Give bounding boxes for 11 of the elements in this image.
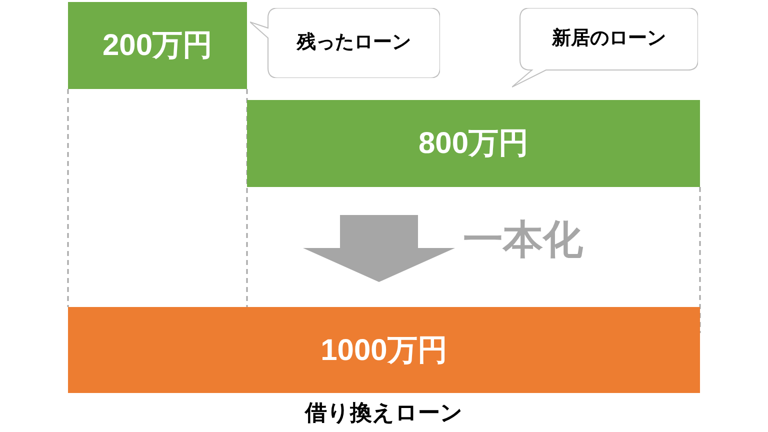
edge-label: 一本化 bbox=[463, 220, 583, 260]
amount-label: 200万円 bbox=[102, 28, 213, 64]
block-arrow bbox=[303, 215, 455, 282]
caption: 借り換えローン bbox=[305, 399, 463, 427]
amount-bar bbox=[68, 307, 700, 393]
amount-label: 1000万円 bbox=[320, 332, 448, 368]
amount-bar bbox=[247, 100, 700, 187]
amount-bar bbox=[68, 2, 247, 89]
callout-text: 新居のローン bbox=[552, 26, 666, 51]
amount-label: 800万円 bbox=[418, 126, 529, 162]
callout-text: 残ったローン bbox=[297, 30, 411, 55]
